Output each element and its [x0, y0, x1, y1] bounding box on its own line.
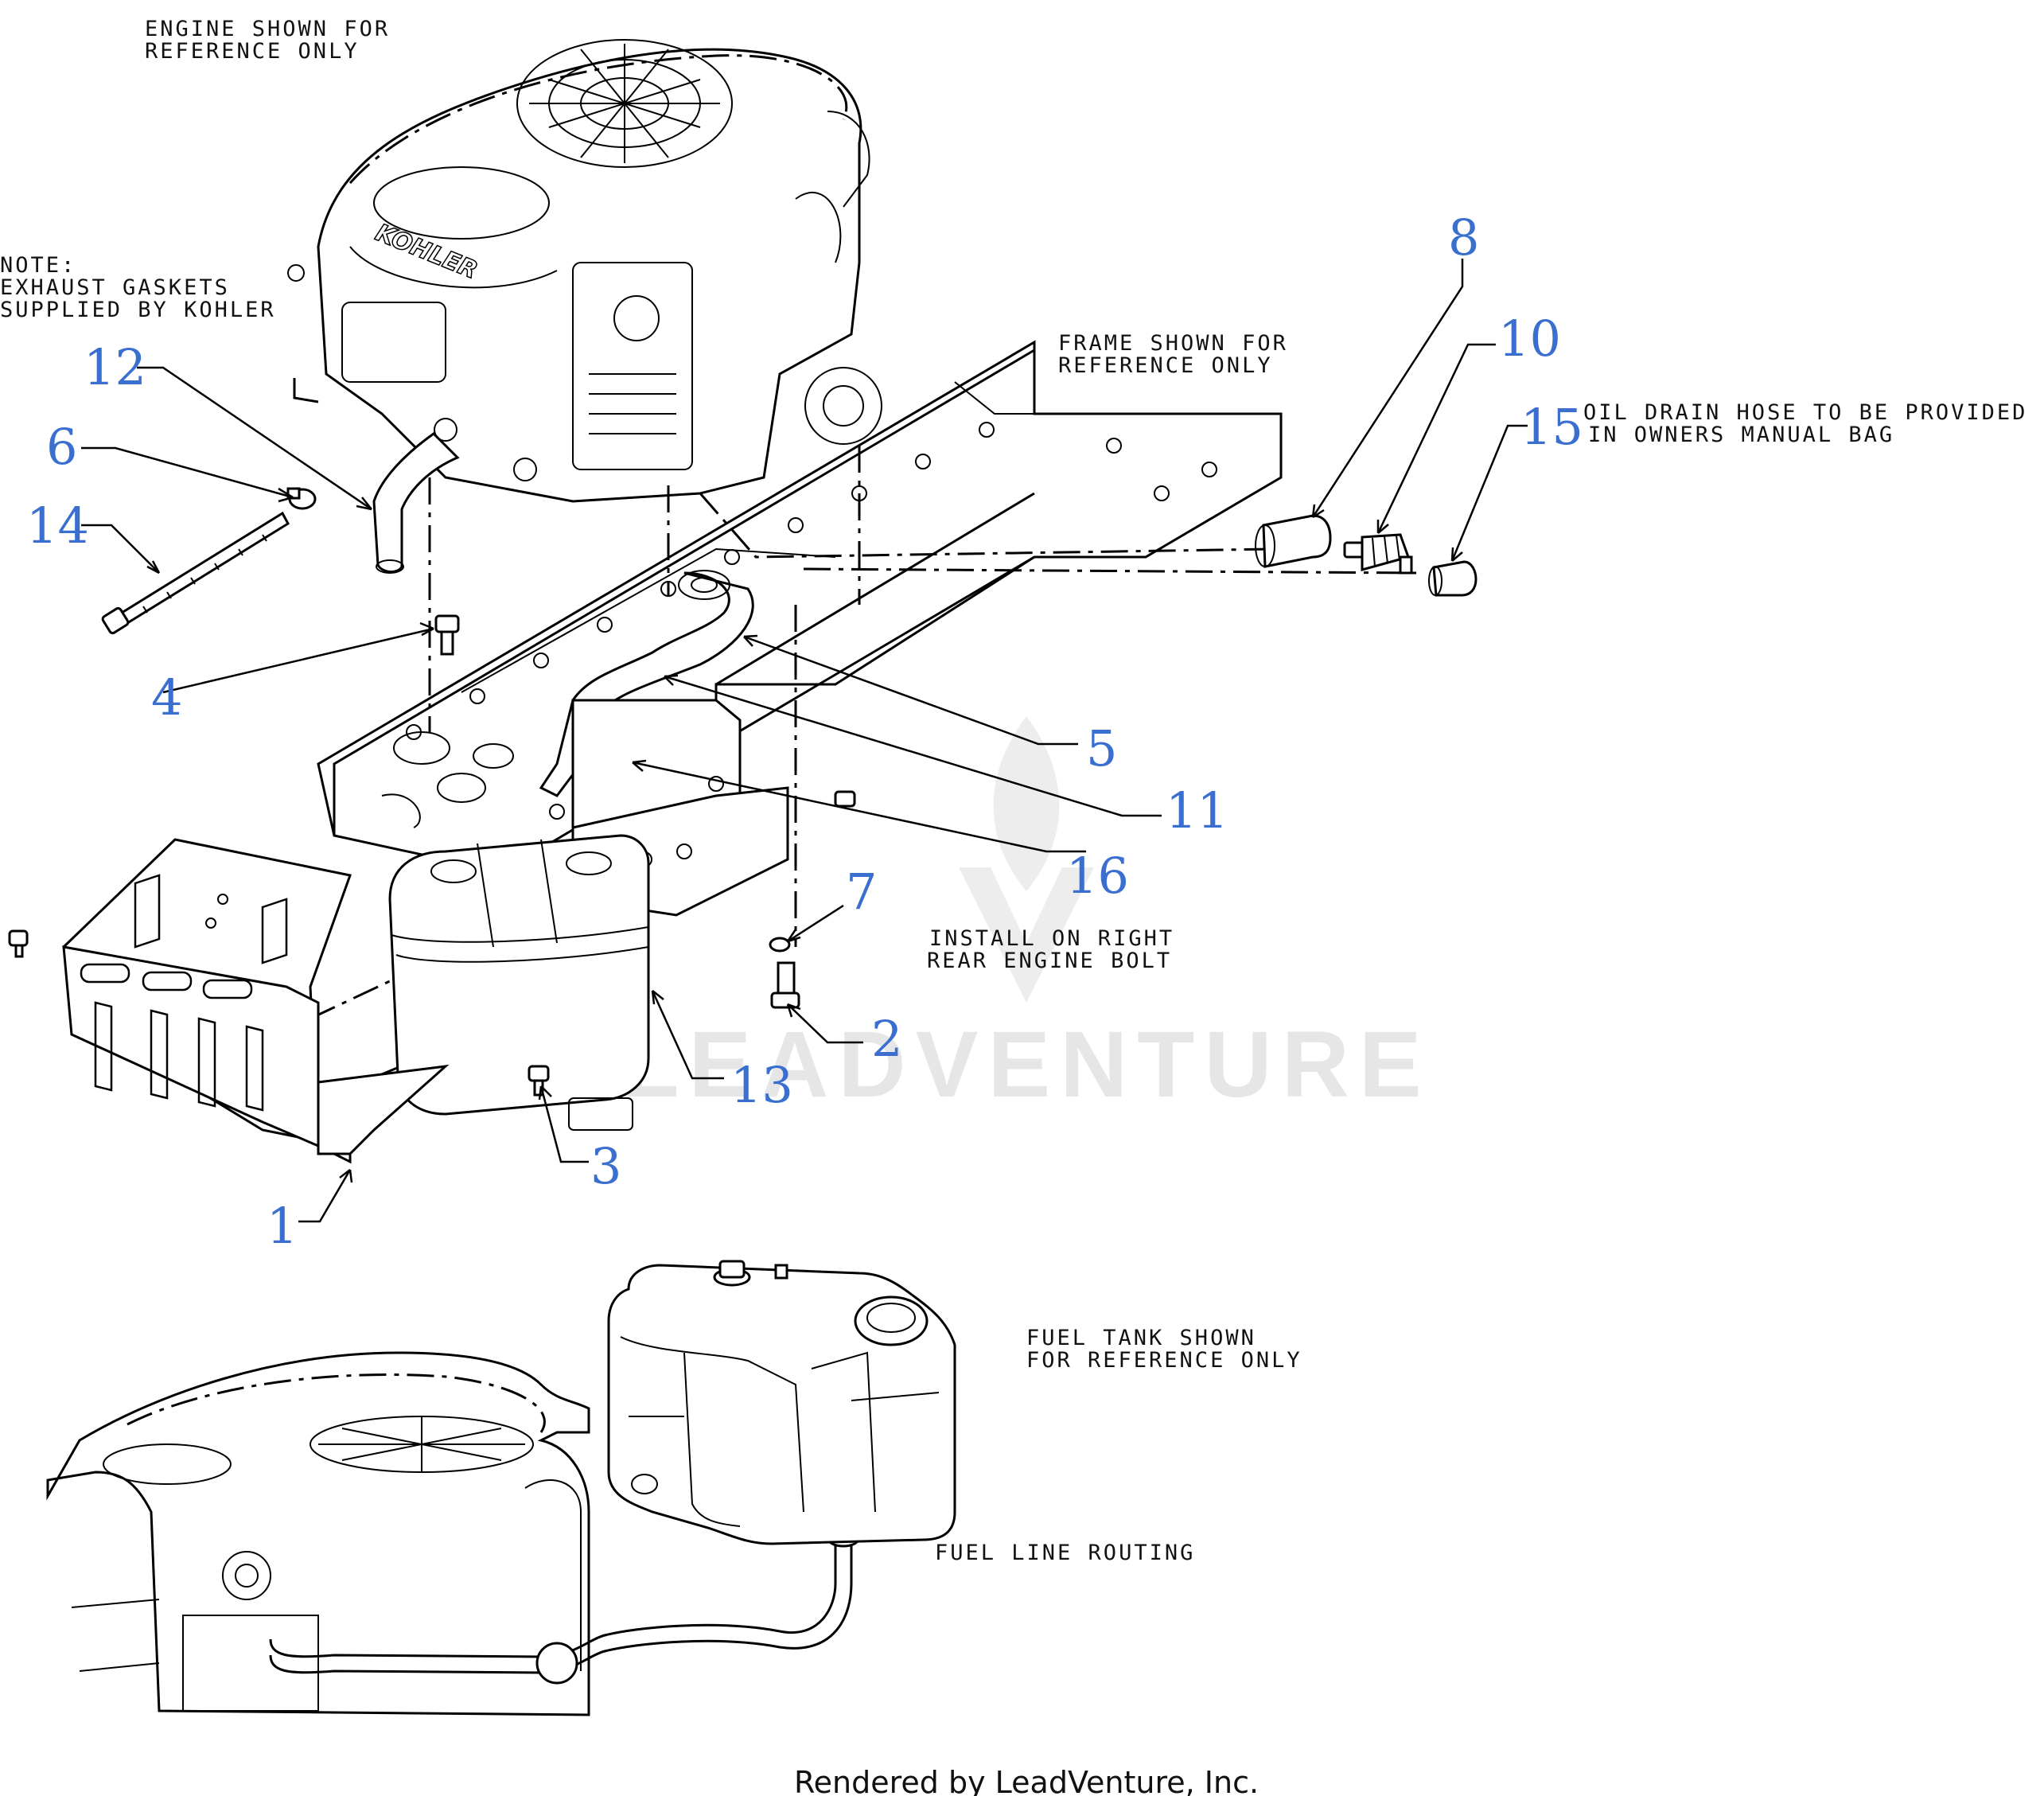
- footer-credit: Rendered by LeadVenture, Inc.: [794, 1765, 1259, 1796]
- svg-text:REFERENCE ONLY: REFERENCE ONLY: [145, 39, 360, 64]
- callout-5: 5: [1086, 719, 1117, 777]
- oil-drain-fitting-part-10: [1343, 533, 1413, 575]
- svg-text:REAR ENGINE BOLT: REAR ENGINE BOLT: [927, 949, 1172, 973]
- callout-10: 10: [1498, 310, 1561, 368]
- svg-text:REFERENCE ONLY: REFERENCE ONLY: [1058, 353, 1273, 378]
- fuel-line-illustration: [269, 1532, 859, 1685]
- screw-part-3: [528, 1065, 550, 1097]
- fuel-tank-illustration: [607, 1260, 956, 1545]
- note-fuel-line-routing: FUEL LINE ROUTING: [935, 1541, 1195, 1565]
- callout-7: 7: [846, 863, 877, 921]
- muffler-part-13: [388, 834, 650, 1131]
- watermark-text: LEADVENTURE: [621, 1012, 1431, 1117]
- note-oil-drain-hose: OIL DRAIN HOSE TO BE PROVIDED IN OWNERS …: [1583, 400, 2027, 447]
- oil-drain-cap-part-15: [1428, 560, 1478, 597]
- callout-8: 8: [1448, 208, 1479, 267]
- callout-3: 3: [590, 1137, 621, 1195]
- callout-16: 16: [1066, 847, 1129, 905]
- exhaust-manifold-part: [539, 570, 754, 797]
- callout-6: 6: [46, 418, 77, 476]
- engine-illustration: KOHLER: [287, 39, 882, 503]
- watermark-flame-icon: [959, 716, 1094, 1003]
- callout-13: 13: [730, 1056, 793, 1114]
- callout-14: 14: [26, 497, 89, 555]
- nut-part-near-16: [834, 790, 856, 808]
- lower-engine-illustration: [46, 1351, 590, 1716]
- callout-12: 12: [84, 338, 146, 396]
- callout-4: 4: [151, 668, 182, 727]
- watermark: LEADVENTURE: [621, 716, 1431, 1117]
- svg-text:OIL DRAIN HOSE TO BE PROVIDED: OIL DRAIN HOSE TO BE PROVIDED: [1583, 400, 2027, 425]
- svg-text:EXHAUST GASKETS: EXHAUST GASKETS: [0, 275, 230, 300]
- callout-2: 2: [871, 1010, 902, 1068]
- note-fuel-tank-reference: FUEL TANK SHOWN FOR REFERENCE ONLY: [1026, 1326, 1302, 1373]
- svg-text:FUEL TANK SHOWN: FUEL TANK SHOWN: [1026, 1326, 1256, 1350]
- note-exhaust-gaskets: NOTE: EXHAUST GASKETS SUPPLIED BY KOHLER: [0, 253, 276, 322]
- heat-shield-part-1: [62, 838, 450, 1164]
- note-frame-reference: FRAME SHOWN FOR REFERENCE ONLY: [1058, 331, 1288, 378]
- bolt-part-4: [434, 614, 460, 656]
- svg-text:NOTE:: NOTE:: [0, 253, 76, 278]
- frame-illustration: [317, 340, 1283, 877]
- note-install-right-rear: INSTALL ON RIGHT REAR ENGINE BOLT: [927, 926, 1174, 973]
- bolt-part-2: [770, 961, 800, 1009]
- callout-11: 11: [1166, 781, 1228, 840]
- svg-text:FRAME SHOWN FOR: FRAME SHOWN FOR: [1058, 331, 1288, 356]
- svg-text:SUPPLIED BY KOHLER: SUPPLIED BY KOHLER: [0, 298, 276, 322]
- svg-text:FOR REFERENCE ONLY: FOR REFERENCE ONLY: [1026, 1348, 1302, 1373]
- exhaust-pipe-part: [372, 432, 460, 574]
- bolt-part-14: [101, 511, 290, 635]
- washer-part-7: [769, 937, 791, 953]
- note-engine-reference: ENGINE SHOWN FOR REFERENCE ONLY: [145, 17, 390, 64]
- callout-leaders: [81, 259, 1528, 1223]
- callout-15: 15: [1520, 398, 1583, 456]
- screw-part-1-left: [8, 929, 29, 958]
- svg-text:INSTALL ON RIGHT: INSTALL ON RIGHT: [929, 926, 1174, 951]
- svg-text:IN OWNERS MANUAL BAG: IN OWNERS MANUAL BAG: [1588, 423, 1894, 447]
- svg-text:ENGINE SHOWN FOR: ENGINE SHOWN FOR: [145, 17, 390, 41]
- callout-1: 1: [267, 1197, 298, 1255]
- engine-brand-label: KOHLER: [372, 219, 481, 285]
- oil-drain-valve-part-8: [1255, 514, 1332, 568]
